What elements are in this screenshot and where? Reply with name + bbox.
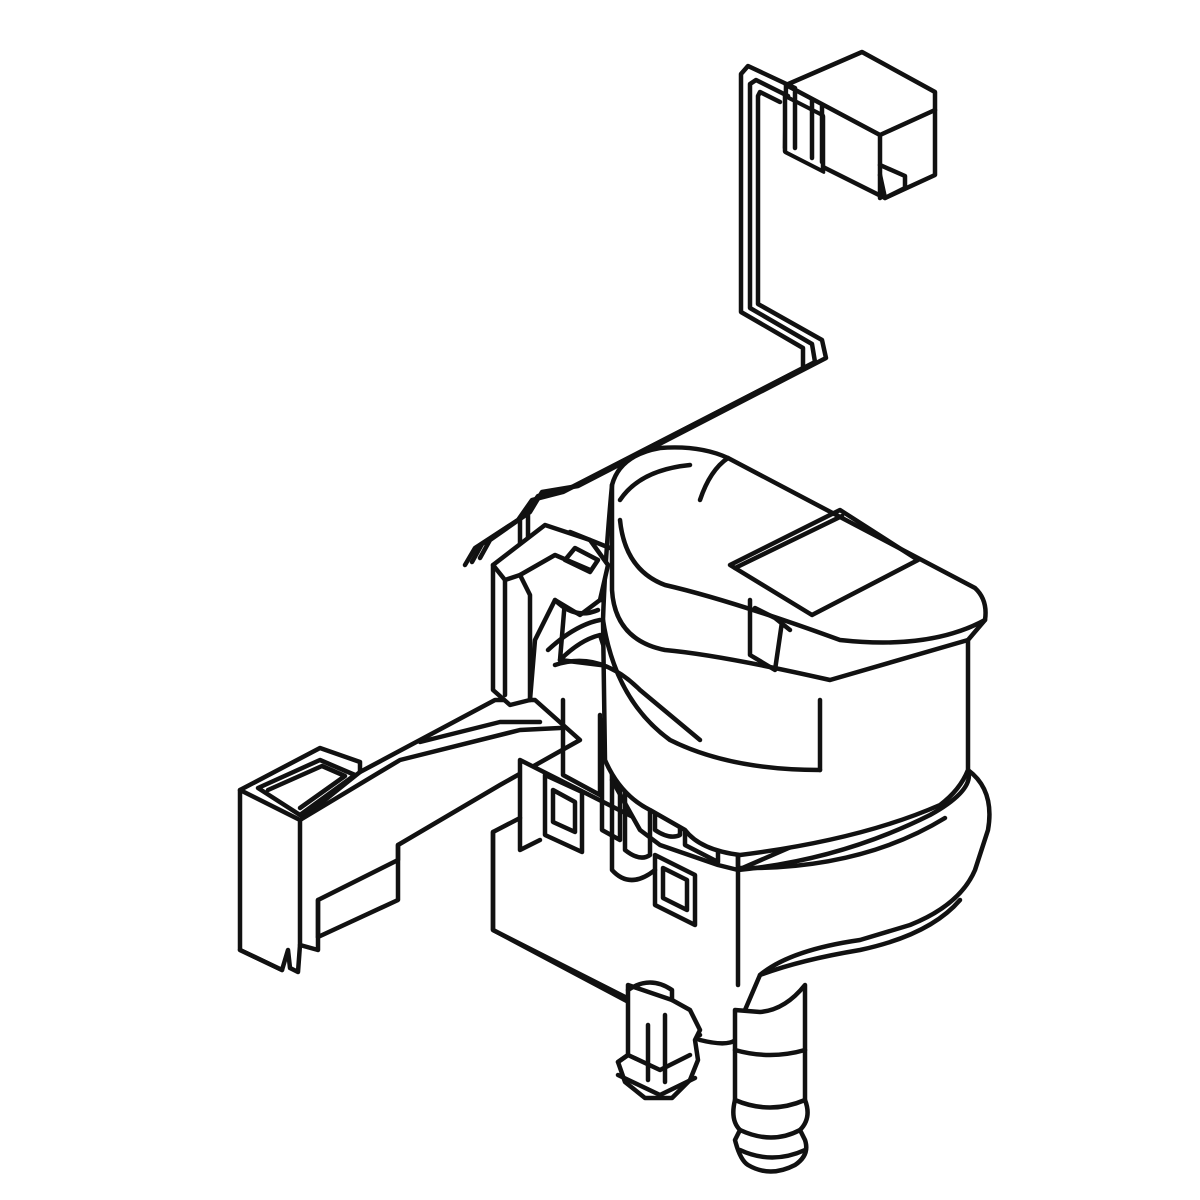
- outlet-fittings: [615, 980, 810, 1174]
- motor-cap: [600, 445, 988, 858]
- wire-harness: [462, 63, 829, 568]
- connector-plug: [782, 49, 938, 201]
- mounting-arm: [237, 697, 583, 975]
- side-latch: [490, 522, 703, 743]
